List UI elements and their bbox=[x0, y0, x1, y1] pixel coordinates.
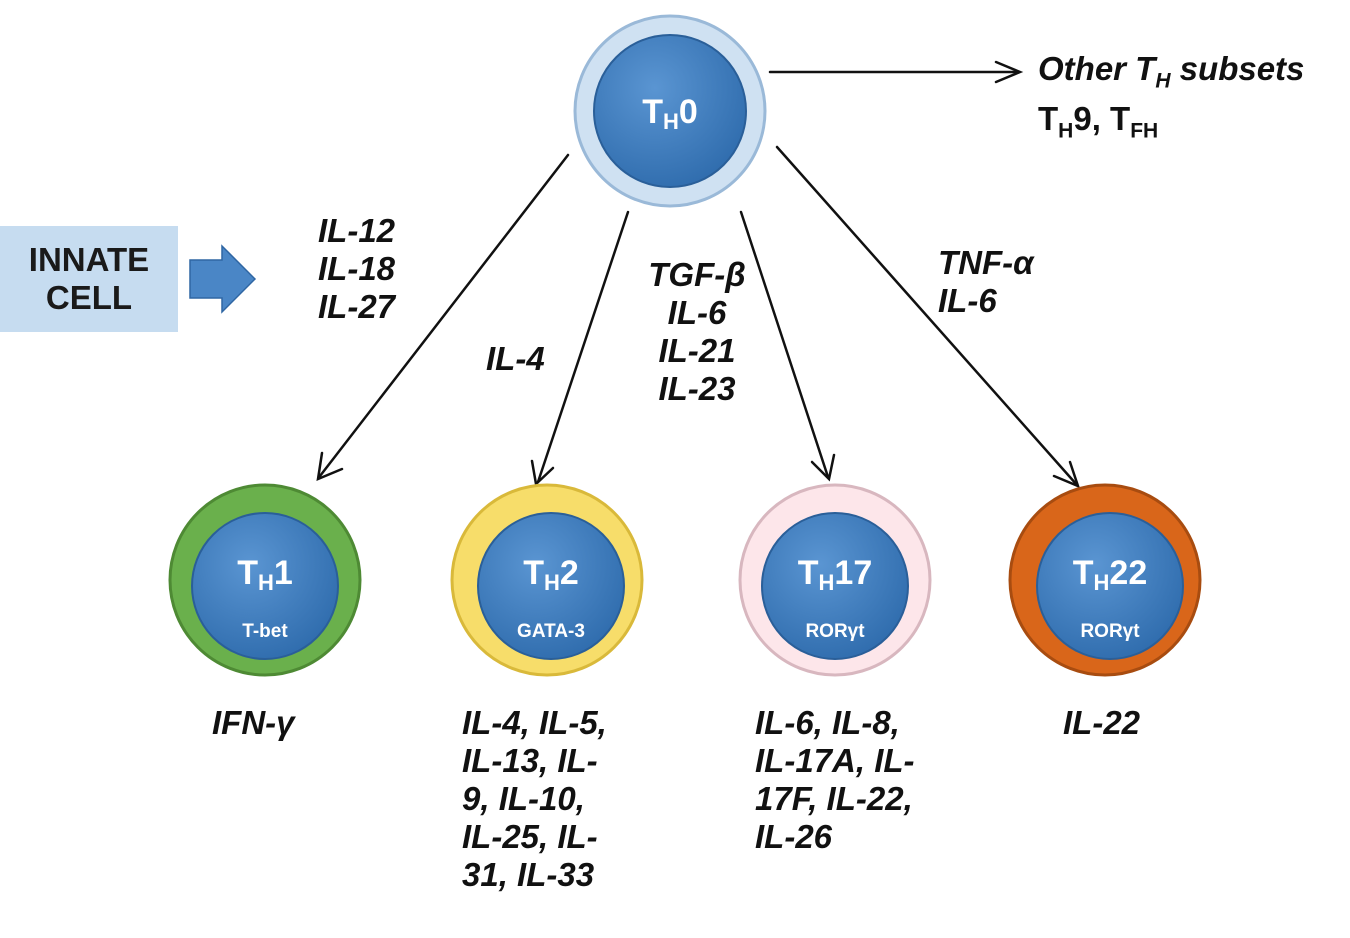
th1-output: IFN-γ bbox=[212, 704, 295, 741]
th0-cell: TH0 bbox=[573, 14, 767, 208]
th17-inducer-2: IL-6 bbox=[667, 294, 727, 331]
other-subsets-list: TH9, TFH bbox=[1038, 100, 1159, 143]
arrow-th0-to-th22 bbox=[775, 145, 1081, 489]
th17-transcription-factor: RORγt bbox=[805, 621, 865, 642]
th17-cell: TH17 RORγt bbox=[738, 483, 932, 677]
th1-label: TH1 bbox=[237, 554, 293, 595]
innate-cell-line2: CELL bbox=[45, 279, 133, 316]
th22-output: IL-22 bbox=[1063, 704, 1141, 741]
th1-transcription-factor: T-bet bbox=[242, 621, 288, 642]
th17-output: IL-6, IL-8, IL-17A, IL- 17F, IL-22, IL-2… bbox=[755, 704, 915, 855]
th0-label: TH0 bbox=[642, 93, 698, 134]
th2-label: TH2 bbox=[523, 554, 579, 595]
arrow-th0-to-th2 bbox=[530, 210, 630, 487]
th2-cell: TH2 GATA-3 bbox=[450, 483, 644, 677]
th17-inducers: TGF-β IL-6 IL-21 IL-23 bbox=[632, 256, 762, 408]
th1-cell: TH1 T-bet bbox=[168, 483, 362, 677]
th22-inducer-2: IL-6 bbox=[938, 282, 997, 319]
th17-label: TH17 bbox=[798, 554, 873, 595]
th17-inducer-4: IL-23 bbox=[658, 370, 736, 407]
th17-inducer-1: TGF-β bbox=[648, 256, 746, 293]
th22-label: TH22 bbox=[1073, 554, 1148, 595]
th22-transcription-factor: RORγt bbox=[1080, 621, 1140, 642]
th2-inducer: IL-4 bbox=[486, 340, 545, 377]
innate-cell-box: INNATE CELL bbox=[0, 226, 178, 332]
th2-output: IL-4, IL-5, IL-13, IL- 9, IL-10, IL-25, … bbox=[462, 704, 607, 893]
arrows bbox=[316, 60, 1081, 489]
th22-cell: TH22 RORγt bbox=[1008, 483, 1202, 677]
arrow-th0-to-th17 bbox=[739, 210, 836, 482]
th1-inducers: IL-12 IL-18 IL-27 bbox=[318, 212, 395, 326]
th1-inducer-1: IL-12 bbox=[318, 212, 396, 249]
th22-inducers: TNF-α IL-6 bbox=[938, 244, 1034, 320]
innate-block-arrow bbox=[189, 244, 257, 314]
arrow-th0-to-th1 bbox=[316, 153, 570, 482]
th1-inducer-3: IL-27 bbox=[318, 288, 396, 325]
th1-inducer-2: IL-18 bbox=[318, 250, 396, 287]
th2-transcription-factor: GATA-3 bbox=[517, 621, 585, 642]
innate-cell-line1: INNATE bbox=[28, 241, 150, 278]
th22-inducer-1: TNF-α bbox=[938, 244, 1034, 281]
arrow-th0-to-other bbox=[768, 60, 1024, 84]
th17-inducer-3: IL-21 bbox=[658, 332, 736, 369]
other-subsets-title: Other TH subsets bbox=[1038, 50, 1305, 93]
